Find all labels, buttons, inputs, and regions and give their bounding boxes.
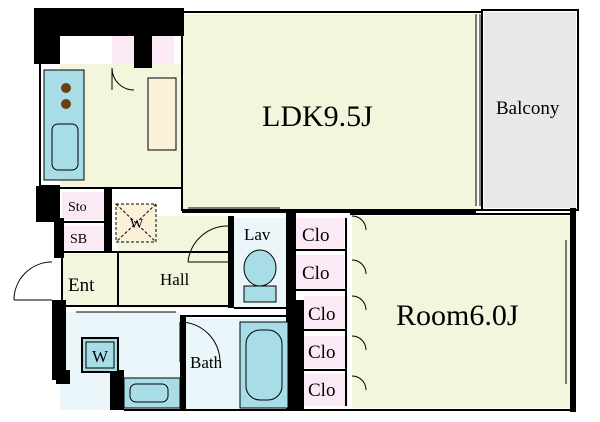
- kitchen-counter: [147, 77, 177, 151]
- walls: [34, 8, 576, 412]
- wall-outlines: [39, 9, 579, 411]
- kitchen-stove: [43, 69, 85, 181]
- closet-3: [304, 296, 348, 330]
- closet-2: [294, 255, 344, 289]
- washer-upper-fixture: [115, 203, 157, 243]
- ldk-label: LDK9.5J: [262, 100, 373, 133]
- bath-label: Bath: [190, 353, 223, 372]
- balcony-floor: [484, 12, 576, 208]
- door-swings: [13, 67, 367, 391]
- room-label: Room6.0J: [396, 299, 519, 332]
- closet-2-label: Clo: [302, 263, 329, 284]
- storage-floor: [62, 192, 104, 220]
- hall-label: Hall: [160, 270, 190, 289]
- wash-basin-fixture: [123, 377, 181, 409]
- washer-lower-fixture: [81, 337, 119, 373]
- ldk-floor: [182, 14, 478, 210]
- windows: [76, 14, 573, 384]
- shoebox-label: SB: [70, 232, 87, 247]
- closet-5: [304, 374, 348, 406]
- closet-1-label: Clo: [302, 225, 329, 246]
- washer-lower-label: W: [92, 347, 109, 366]
- toilet-fixture: [243, 249, 277, 303]
- room-floor: [352, 216, 570, 408]
- kitchen-closet-right: [152, 36, 174, 64]
- balcony-label: Balcony: [496, 98, 560, 119]
- lavatory-label: Lav: [244, 225, 271, 244]
- entrance-label: Ent: [68, 275, 95, 296]
- closet-3-label: Clo: [308, 304, 335, 325]
- closet-4-label: Clo: [308, 342, 335, 363]
- bathtub-fixture: [239, 321, 289, 409]
- kitchen-closet-left: [112, 36, 134, 64]
- closet-1: [294, 218, 344, 250]
- closet-5-label: Clo: [308, 380, 335, 401]
- washer-upper-label: W: [130, 217, 144, 232]
- shoebox-floor: [62, 226, 104, 250]
- closet-4: [304, 336, 348, 368]
- entrance-floor: [62, 254, 120, 306]
- storage-label: Sto: [68, 200, 87, 215]
